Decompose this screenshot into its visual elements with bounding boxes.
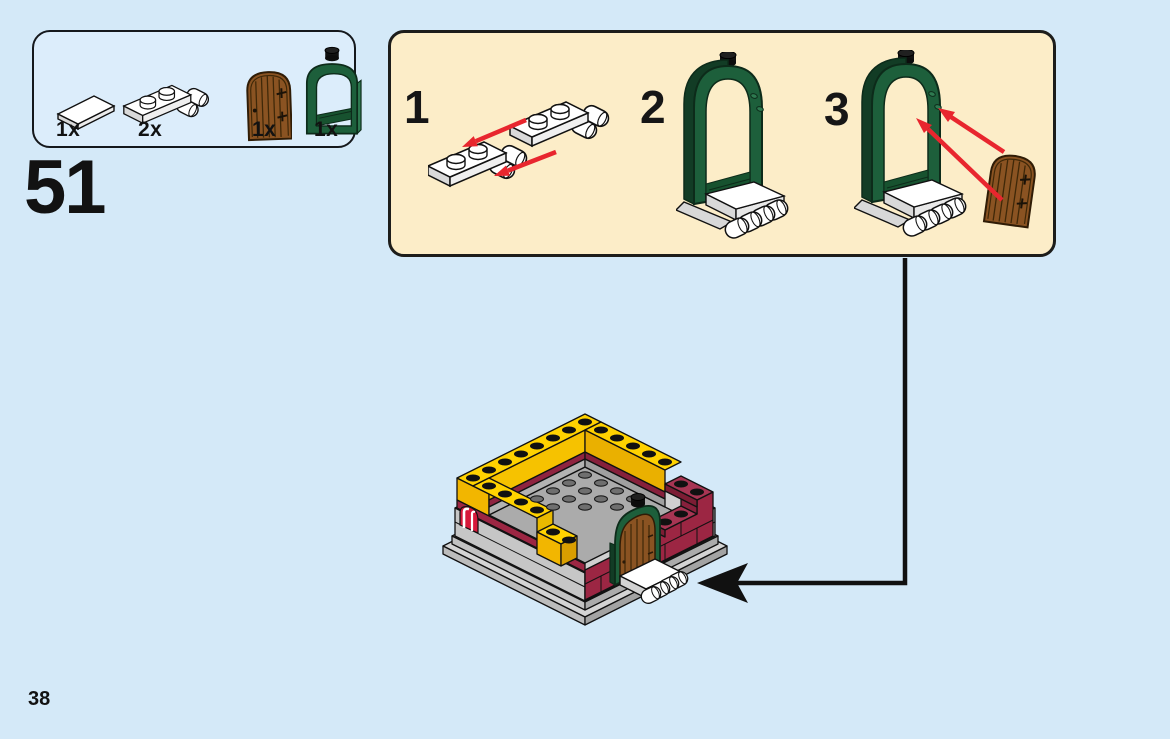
two-clip-plates-placement-icon <box>428 100 623 220</box>
substep-2-number: 2 <box>640 81 666 133</box>
part-count: 1x <box>252 118 277 141</box>
substep-1-number: 1 <box>404 81 430 133</box>
brown-door-into-frame-hinges-icon <box>854 50 1056 248</box>
red-arrow-icon <box>462 117 557 176</box>
stud-icon <box>466 418 704 544</box>
tile-1x2-white-icon <box>54 88 118 134</box>
part-count: 1x <box>56 118 81 141</box>
white-step-icon <box>619 558 689 604</box>
part-count: 2x <box>138 118 163 141</box>
connector-line <box>737 258 908 586</box>
step-number: 51 <box>24 145 107 230</box>
page-number: 38 <box>28 688 51 710</box>
floor-stud-icon <box>529 471 641 511</box>
red-arch-icon <box>459 506 479 534</box>
plate-1x2-clips-white-icon <box>122 80 216 138</box>
parts-callout-box: 1x 2x 1x 1x <box>32 30 362 148</box>
door-frame-green-icon <box>302 44 362 142</box>
red-arrow-icon <box>916 108 1006 202</box>
green-frame-on-clip-plates-icon <box>676 52 826 242</box>
house-base-with-door-assembly-icon <box>420 376 750 634</box>
substep-3-number: 3 <box>824 83 850 135</box>
part-count: 1x <box>314 118 339 141</box>
